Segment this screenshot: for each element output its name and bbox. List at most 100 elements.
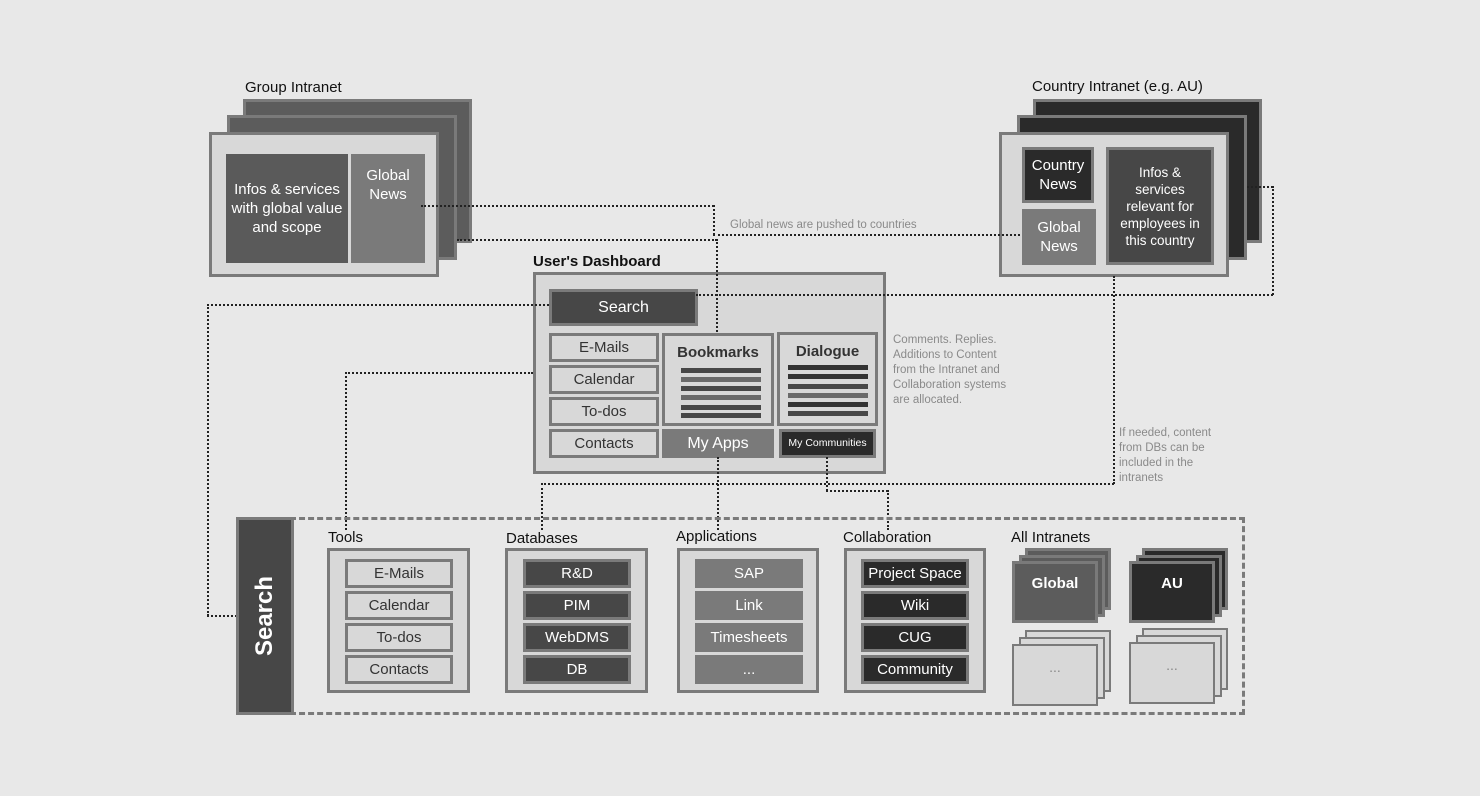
connector-line <box>345 372 347 530</box>
applications-title: Applications <box>676 528 757 545</box>
dashboard-search-button[interactable]: Search <box>549 289 698 326</box>
comments-note: Comments. Replies. Additions to Content … <box>893 333 1006 408</box>
dashboard-title: User's Dashboard <box>533 253 661 270</box>
databases-item-db[interactable]: DB <box>523 655 631 684</box>
applications-item-link[interactable]: Link <box>695 591 803 620</box>
connector-line <box>457 239 717 241</box>
country-intranet-page[interactable]: Country News Global News Infos & service… <box>999 132 1229 277</box>
dialogue-line <box>788 365 868 370</box>
push-note: Global news are pushed to countries <box>730 219 917 231</box>
group-intranet-title: Group Intranet <box>245 79 342 96</box>
connector-line <box>1272 186 1274 295</box>
tools-item-calendar[interactable]: Calendar <box>345 591 453 620</box>
bookmark-line <box>681 405 761 410</box>
tools-item-emails[interactable]: E-Mails <box>345 559 453 588</box>
connector-line <box>887 490 889 530</box>
group-intranet-page[interactable]: Infos & services with global value and s… <box>209 132 439 277</box>
bookmark-line <box>681 413 761 418</box>
dbs-note-line: included in the <box>1119 457 1194 469</box>
group-global-news-box[interactable]: Global News <box>351 154 425 263</box>
global-search-bar[interactable]: Search <box>236 517 294 715</box>
databases-panel: R&D PIM WebDMS DB <box>505 548 648 693</box>
applications-item-sap[interactable]: SAP <box>695 559 803 588</box>
connector-line <box>421 205 714 207</box>
connector-line <box>696 294 1273 296</box>
country-infos-box[interactable]: Infos & services relevant for employees … <box>1106 147 1214 265</box>
databases-item-pim[interactable]: PIM <box>523 591 631 620</box>
dialogue-line <box>788 374 868 379</box>
dashboard-panel: Search E-Mails Calendar To-dos Contacts … <box>533 272 886 474</box>
connector-line <box>713 205 715 235</box>
global-intranet-label: Global <box>1031 575 1079 592</box>
databases-item-rnd[interactable]: R&D <box>523 559 631 588</box>
dashboard-tool-calendar[interactable]: Calendar <box>549 365 659 394</box>
bookmark-line <box>681 368 761 373</box>
my-apps-button[interactable]: My Apps <box>662 429 774 458</box>
collaboration-item-community[interactable]: Community <box>861 655 969 684</box>
dashboard-tool-contacts[interactable]: Contacts <box>549 429 659 458</box>
applications-item-timesheets[interactable]: Timesheets <box>695 623 803 652</box>
applications-panel: SAP Link Timesheets ... <box>677 548 819 693</box>
connector-line <box>716 239 718 332</box>
dashboard-tool-todos[interactable]: To-dos <box>549 397 659 426</box>
comments-note-line: Comments. Replies. <box>893 334 997 346</box>
connector-line <box>207 304 209 616</box>
bookmark-line <box>681 377 761 382</box>
tools-item-todos[interactable]: To-dos <box>345 623 453 652</box>
my-communities-button[interactable]: My Communities <box>779 429 876 458</box>
connector-line <box>541 483 543 530</box>
connector-line <box>713 234 1020 236</box>
au-intranet-label: AU <box>1161 575 1183 592</box>
bookmark-line <box>681 386 761 391</box>
dbs-note: If needed, content from DBs can be inclu… <box>1119 426 1211 486</box>
group-infos-box[interactable]: Infos & services with global value and s… <box>226 154 348 263</box>
databases-item-webdms[interactable]: WebDMS <box>523 623 631 652</box>
connector-line <box>1113 276 1115 484</box>
dbs-note-line: intranets <box>1119 472 1164 484</box>
dbs-note-line: If needed, content <box>1119 427 1212 439</box>
systems-container <box>290 517 1245 715</box>
connector-line <box>826 490 888 492</box>
connector-line <box>207 615 237 617</box>
all-intranets-title: All Intranets <box>1011 529 1091 546</box>
global-intranet-tile[interactable]: Global <box>1012 561 1098 623</box>
dialogue-line <box>788 393 868 398</box>
connector-line <box>826 457 828 491</box>
tools-title: Tools <box>328 529 364 546</box>
country-intranet-title: Country Intranet (e.g. AU) <box>1032 78 1203 95</box>
applications-item-more[interactable]: ... <box>695 655 803 684</box>
tools-item-contacts[interactable]: Contacts <box>345 655 453 684</box>
country-news-box[interactable]: Country News <box>1022 147 1094 203</box>
databases-title: Databases <box>506 530 578 547</box>
tools-panel: E-Mails Calendar To-dos Contacts <box>327 548 470 693</box>
bookmarks-title: Bookmarks <box>677 344 759 361</box>
dialogue-line <box>788 411 868 416</box>
dashboard-tool-emails[interactable]: E-Mails <box>549 333 659 362</box>
bookmark-line <box>681 395 761 400</box>
dialogue-title: Dialogue <box>795 343 860 360</box>
bookmarks-widget[interactable]: Bookmarks <box>662 333 774 426</box>
dbs-note-line: from DBs can be <box>1119 442 1205 454</box>
connector-line <box>207 304 549 306</box>
global-search-label: Search <box>251 575 278 657</box>
comments-note-line: Collaboration systems <box>893 379 1007 391</box>
comments-note-line: from the Intranet and <box>893 364 1000 376</box>
collaboration-item-cug[interactable]: CUG <box>861 623 969 652</box>
dialogue-line <box>788 402 868 407</box>
dialogue-line <box>788 384 868 389</box>
country-global-news-box[interactable]: Global News <box>1022 209 1096 265</box>
more-country-intranets-label: ... <box>1166 657 1178 673</box>
collaboration-item-project-space[interactable]: Project Space <box>861 559 969 588</box>
connector-line <box>717 457 719 530</box>
connector-line <box>345 372 533 374</box>
more-intranets-label: ... <box>1049 659 1061 675</box>
collaboration-item-wiki[interactable]: Wiki <box>861 591 969 620</box>
comments-note-line: Additions to Content <box>893 349 997 361</box>
collaboration-panel: Project Space Wiki CUG Community <box>844 548 986 693</box>
more-country-intranets-tile[interactable]: ... <box>1129 642 1215 704</box>
au-intranet-tile[interactable]: AU <box>1129 561 1215 623</box>
dialogue-widget[interactable]: Dialogue <box>777 332 878 426</box>
more-intranets-tile[interactable]: ... <box>1012 644 1098 706</box>
comments-note-line: are allocated. <box>893 394 963 406</box>
connector-line <box>1247 186 1273 188</box>
